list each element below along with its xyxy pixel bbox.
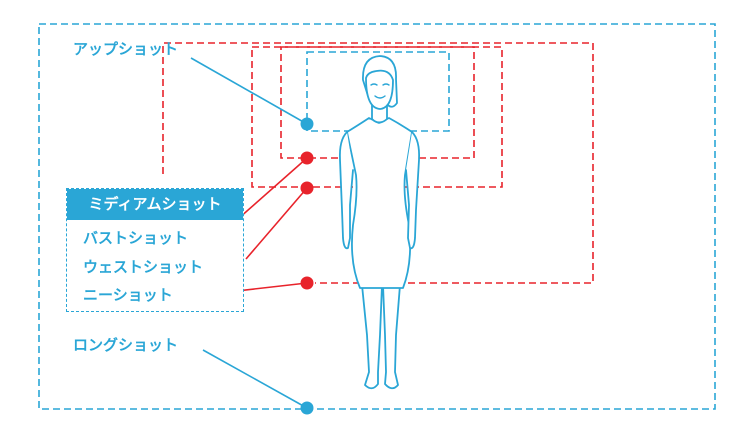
up-shot-label: アップショット bbox=[73, 40, 179, 58]
waist-shot-frame bbox=[251, 46, 503, 188]
up-shot-pointer-line bbox=[190, 57, 308, 125]
long-shot-label: ロングショット bbox=[73, 336, 179, 354]
medium-shot-header: ミディアムショット bbox=[67, 189, 243, 220]
waist-shot-label: ウェストショット bbox=[83, 258, 204, 276]
long-shot-dot bbox=[300, 401, 314, 415]
waist-shot-dot bbox=[300, 181, 314, 195]
knee-shot-frame bbox=[162, 42, 594, 284]
bust-shot-dot bbox=[300, 151, 314, 165]
waist-shot-pointer-line bbox=[245, 187, 308, 260]
woman-figure-icon bbox=[338, 55, 421, 390]
knee-shot-dot bbox=[300, 276, 314, 290]
bust-shot-label: バストショット bbox=[83, 229, 189, 247]
medium-shot-group: ミディアムショット bbox=[66, 188, 244, 312]
up-shot-dot bbox=[300, 117, 314, 131]
long-shot-pointer-line bbox=[202, 349, 308, 409]
knee-shot-label: ニーショット bbox=[83, 286, 173, 304]
long-shot-frame bbox=[38, 23, 716, 410]
